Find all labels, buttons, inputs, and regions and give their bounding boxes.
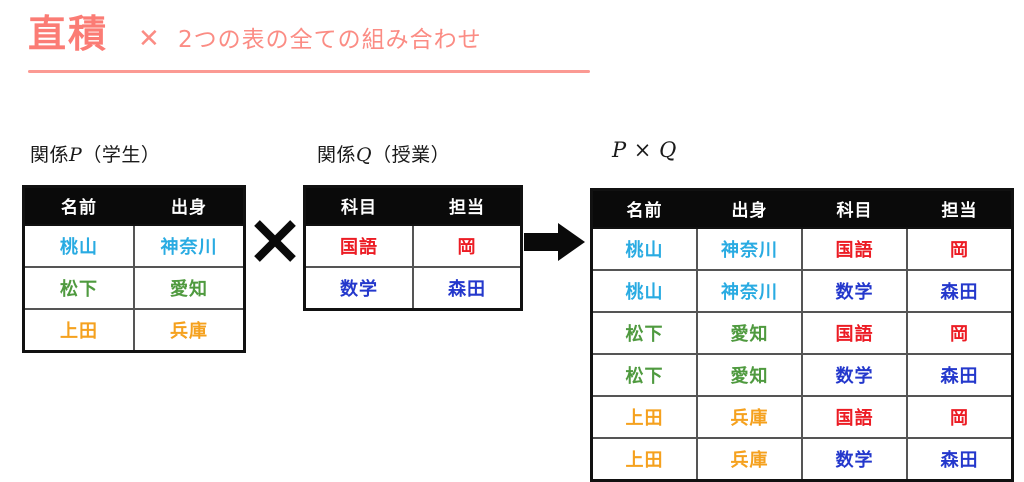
table-cell: 上田: [591, 438, 698, 481]
table-row: 桃山 神奈川 国語 岡: [591, 228, 1013, 271]
table-cell: 神奈川: [697, 228, 803, 271]
page-title: 直積: [28, 12, 109, 56]
table-p-caption-suffix: （学生）: [82, 144, 161, 166]
table-cell: 森田: [907, 270, 1013, 313]
table-cell: 岡: [413, 225, 522, 268]
table-cell: 国語: [304, 225, 414, 268]
table-header-row: 名前 出身 科目 担当: [591, 189, 1013, 229]
relation-q-table: 科目 担当 国語 岡 数学 森田: [303, 185, 523, 311]
table-cell: 神奈川: [697, 270, 803, 313]
table-header-row: 科目 担当: [304, 186, 522, 226]
table-header-row: 名前 出身: [23, 186, 245, 226]
table-cell: 岡: [907, 312, 1013, 355]
table-cell: 森田: [413, 267, 522, 310]
table-row: 数学 森田: [304, 267, 522, 310]
table-cell: 数学: [802, 270, 908, 313]
table-p-caption-label: 関係: [30, 144, 70, 166]
table-cell: 松下: [23, 267, 135, 310]
table-cell: 松下: [591, 312, 698, 355]
table-cell: 兵庫: [134, 309, 245, 352]
table-q-caption-symbol: Q: [356, 144, 373, 166]
cross-product-operator-icon: [252, 218, 298, 264]
table-cell: 森田: [907, 354, 1013, 397]
table-cell: 神奈川: [134, 225, 245, 268]
table-row: 松下 愛知 国語 岡: [591, 312, 1013, 355]
table-cell: 岡: [907, 228, 1013, 271]
table-q-caption-label: 関係: [317, 144, 357, 166]
table-cell: 兵庫: [697, 396, 803, 439]
table-cell: 愛知: [697, 312, 803, 355]
table-row: 松下 愛知 数学 森田: [591, 354, 1013, 397]
title-cross-icon: ✕: [138, 24, 160, 54]
table-cell: 数学: [304, 267, 414, 310]
table-cell: 愛知: [134, 267, 245, 310]
table-cell: 岡: [907, 396, 1013, 439]
table-row: 桃山 神奈川: [23, 225, 245, 268]
table-p-caption-symbol: P: [69, 144, 83, 166]
column-header: 担当: [907, 189, 1013, 229]
table-cell: 国語: [802, 228, 908, 271]
column-header: 名前: [591, 189, 698, 229]
table-p-caption: 関係P（学生）: [30, 140, 160, 167]
column-header: 担当: [413, 186, 522, 226]
title-underline: [28, 70, 590, 73]
table-q-caption-suffix: （授業）: [372, 144, 451, 166]
table-cell: 国語: [802, 312, 908, 355]
table-cell: 森田: [907, 438, 1013, 481]
table-cell: 上田: [591, 396, 698, 439]
table-row: 上田 兵庫 数学 森田: [591, 438, 1013, 481]
table-cell: 愛知: [697, 354, 803, 397]
table-cell: 桃山: [23, 225, 135, 268]
table-cell: 松下: [591, 354, 698, 397]
column-header: 科目: [304, 186, 414, 226]
table-row: 桃山 神奈川 数学 森田: [591, 270, 1013, 313]
table-row: 松下 愛知: [23, 267, 245, 310]
relation-p-table: 名前 出身 桃山 神奈川 松下 愛知 上田 兵庫: [22, 185, 246, 353]
table-cell: 兵庫: [697, 438, 803, 481]
table-cell: 数学: [802, 354, 908, 397]
title-block: 直積 ✕ 2つの表の全ての組み合わせ: [28, 12, 648, 74]
table-cell: 国語: [802, 396, 908, 439]
page-subtitle: 2つの表の全ての組み合わせ: [178, 27, 482, 53]
table-cell: 数学: [802, 438, 908, 481]
result-table-caption: P × Q: [612, 138, 677, 162]
column-header: 名前: [23, 186, 135, 226]
table-cell: 桃山: [591, 228, 698, 271]
table-row: 上田 兵庫: [23, 309, 245, 352]
right-arrow-icon: [524, 222, 586, 262]
table-row: 上田 兵庫 国語 岡: [591, 396, 1013, 439]
column-header: 科目: [802, 189, 908, 229]
product-result-table: 名前 出身 科目 担当 桃山 神奈川 国語 岡 桃山 神奈川 数学 森田 松下 …: [590, 188, 1014, 482]
column-header: 出身: [134, 186, 245, 226]
table-cell: 上田: [23, 309, 135, 352]
table-row: 国語 岡: [304, 225, 522, 268]
table-q-caption: 関係Q（授業）: [317, 140, 450, 167]
column-header: 出身: [697, 189, 803, 229]
table-cell: 桃山: [591, 270, 698, 313]
